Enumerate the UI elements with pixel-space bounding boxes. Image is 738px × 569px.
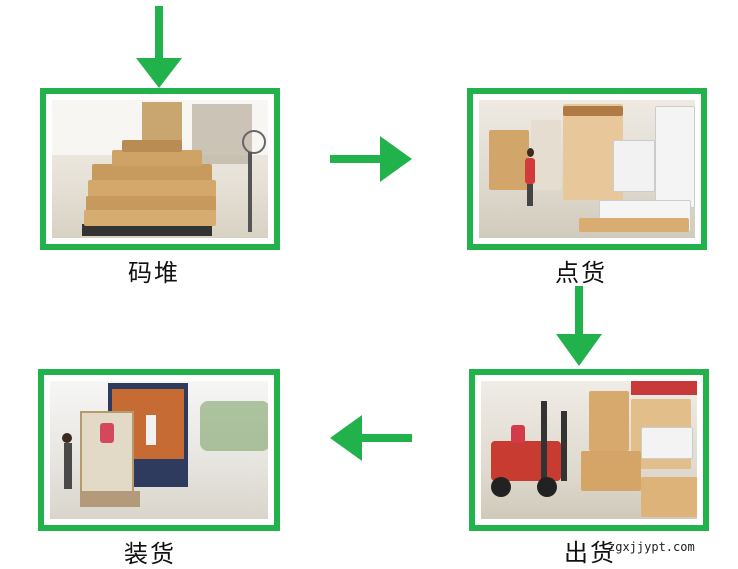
step-label-shipping: 出货 [564, 539, 616, 567]
loading-photo [50, 381, 268, 519]
arrow-down-icon-start [136, 6, 182, 88]
arrow-down-icon [556, 286, 602, 366]
step-label-loading: 装货 [124, 540, 176, 568]
step-label-counting: 点货 [555, 259, 607, 287]
shipping-photo [481, 381, 697, 519]
step-frame-stacking [40, 88, 280, 250]
arrow-left-icon [330, 415, 412, 461]
stacking-photo [52, 100, 268, 238]
watermark-text: zgxjjypt.com [608, 540, 695, 554]
step-frame-shipping [469, 369, 709, 531]
step-label-stacking: 码堆 [128, 259, 180, 287]
step-frame-loading [38, 369, 280, 531]
counting-photo [479, 100, 695, 238]
step-frame-counting [467, 88, 707, 250]
arrow-right-icon [330, 136, 412, 182]
